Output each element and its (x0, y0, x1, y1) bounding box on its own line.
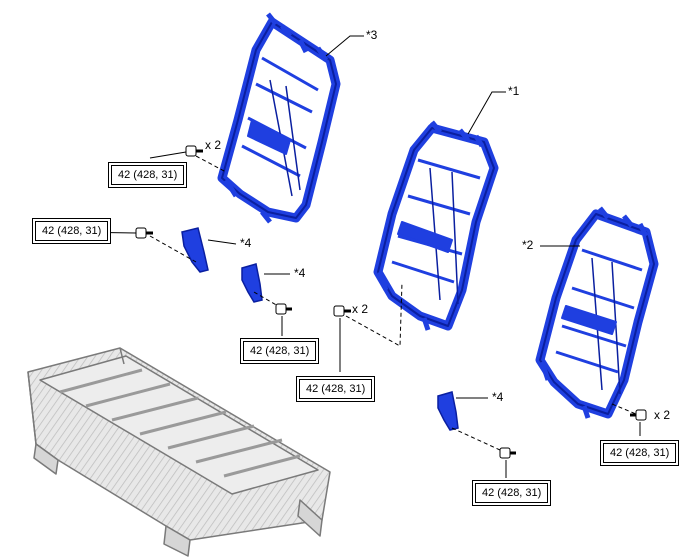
leader-lines (69, 35, 641, 478)
torque-spec-text: 42 (428, 31) (299, 379, 373, 399)
callout-4-middle: *4 (294, 266, 306, 280)
bolt-6 (630, 409, 647, 421)
hinge-bracket-left (181, 227, 209, 273)
bolt-5 (499, 447, 516, 459)
callout-1: *1 (508, 84, 520, 98)
quantity-label-2: x 2 (352, 302, 369, 316)
torque-spec-box: 42 (428, 31) (108, 162, 188, 188)
seat-cushion-frame (27, 347, 331, 557)
torque-spec-text: 42 (428, 31) (35, 221, 109, 241)
torque-spec-text: 42 (428, 31) (243, 341, 317, 361)
torque-spec-box: 42 (428, 31) (600, 440, 680, 466)
quantity-label-3: x 2 (654, 408, 671, 422)
seat-back-frame-1 (373, 120, 499, 331)
quantity-label-1: x 2 (205, 138, 222, 152)
bolt-2 (135, 227, 153, 239)
callout-4-right: *4 (492, 390, 504, 404)
torque-spec-text: 42 (428, 31) (111, 165, 185, 185)
torque-spec-box: 42 (428, 31) (240, 338, 320, 364)
torque-spec-text: 42 (428, 31) (475, 483, 549, 503)
seat-back-frame-3 (217, 12, 341, 224)
hinge-bracket-middle (241, 263, 263, 303)
bolt-3 (275, 303, 292, 315)
callout-3: *3 (366, 28, 378, 42)
torque-spec-box: 42 (428, 31) (296, 376, 376, 402)
bolt-4 (333, 305, 351, 317)
torque-spec-text: 42 (428, 31) (603, 443, 677, 463)
hinge-bracket-right (437, 391, 459, 431)
callout-2: *2 (522, 238, 534, 252)
bolt-1 (185, 145, 203, 157)
install-guides (149, 155, 637, 451)
torque-spec-box: 42 (428, 31) (472, 480, 552, 506)
torque-spec-box: 42 (428, 31) (32, 218, 112, 244)
seat-back-frame-2 (535, 206, 659, 419)
callout-4-left: *4 (240, 236, 252, 250)
